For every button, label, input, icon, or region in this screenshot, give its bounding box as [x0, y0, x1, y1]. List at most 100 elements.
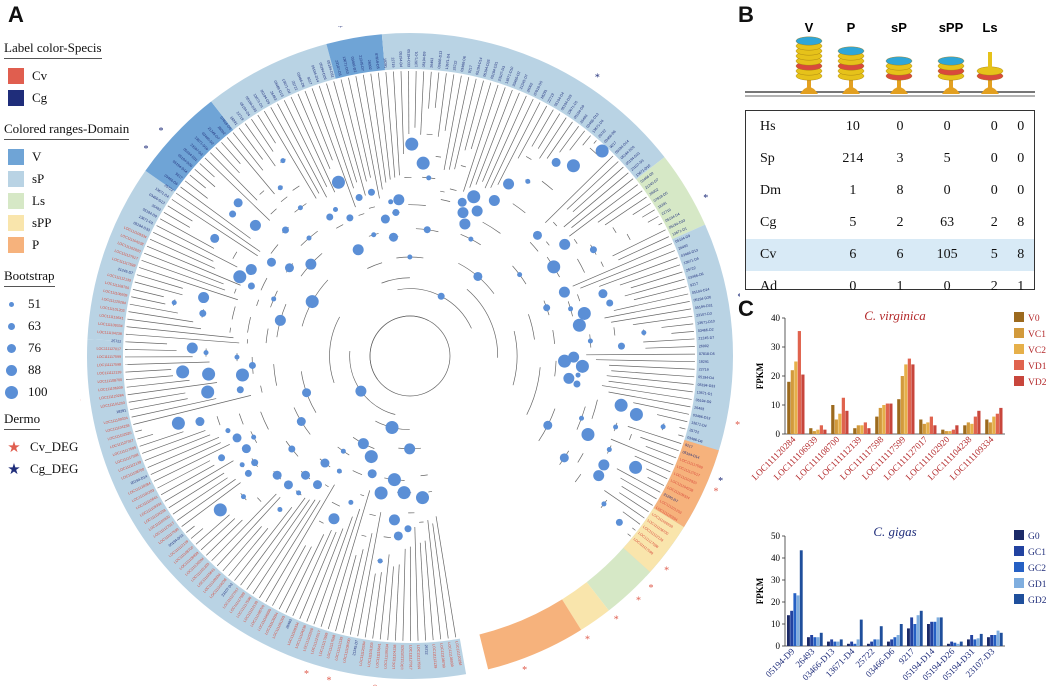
bar	[987, 637, 990, 646]
legend-item-label: Cv_DEG	[30, 439, 79, 454]
leaf-label: 22719	[547, 93, 555, 104]
bootstrap-node	[559, 453, 569, 463]
legend-dermo-title: Dermo	[4, 411, 41, 430]
leaf-label: 05194-D14	[475, 57, 483, 75]
bootstrap-node	[377, 558, 383, 564]
cv-deg-star-icon: *	[735, 420, 740, 431]
cg-deg-star-icon: *	[595, 73, 600, 84]
bootstrap-node	[581, 428, 595, 442]
legend-item-label: Cg_DEG	[30, 461, 79, 476]
bar	[933, 425, 937, 434]
cv-deg-star-icon: *	[714, 487, 719, 498]
leaf-label: LOC111106939	[447, 642, 454, 667]
legend-item-label: Ls	[32, 193, 45, 208]
leaf-label: LOC111101203	[100, 305, 125, 313]
legend-item-label: sPP	[32, 215, 52, 230]
bootstrap-node	[503, 178, 515, 190]
domain-range-band	[636, 157, 706, 240]
bootstrap-node	[385, 420, 399, 434]
leaf-label: 03466-D6	[460, 56, 467, 72]
domain-range-band	[623, 508, 684, 573]
cg-deg-star-icon: *	[460, 26, 465, 30]
leaf-label: 05194-D9	[259, 89, 270, 105]
domain-header-ls: Ls	[982, 20, 997, 35]
bar	[787, 615, 790, 646]
bar	[850, 641, 854, 646]
bar	[793, 593, 797, 646]
leaf-label: 22719	[661, 208, 672, 216]
bar	[953, 642, 957, 646]
bar	[839, 639, 843, 646]
bar	[922, 423, 926, 434]
bootstrap-node	[615, 518, 623, 526]
bar	[873, 639, 877, 646]
leaf-label: 13671-D4	[683, 257, 699, 266]
leaf-label: LOC111117599	[112, 257, 136, 268]
swatch-p	[8, 237, 24, 253]
leaf-label: 9217	[468, 65, 474, 74]
legend-label-color-title: Label color-Specis	[4, 40, 102, 59]
y-tick-label: 40	[771, 313, 781, 323]
swatch-cv	[8, 68, 24, 84]
leaf-label: 03466-D6	[296, 72, 306, 88]
leaf-label: 22719	[391, 57, 396, 67]
leaf-label: 21245-D7	[663, 492, 679, 503]
y-tick-label: 10	[771, 619, 781, 629]
leaf-label: LOC111127017	[409, 645, 413, 670]
bootstrap-node	[357, 438, 369, 450]
legend-series-label: VC2	[1028, 346, 1046, 356]
table-cell: 105	[936, 247, 958, 262]
bootstrap-node	[371, 232, 377, 238]
bar	[944, 431, 948, 434]
leaf-label: LOC111120284	[99, 393, 124, 400]
y-tick-label: 10	[771, 400, 781, 410]
bootstrap-value: 63	[28, 318, 41, 333]
leaf-label: LOC111120284	[359, 641, 367, 666]
bootstrap-node	[397, 486, 411, 500]
bar	[970, 423, 974, 434]
bootstrap-node	[229, 210, 237, 218]
cg-deg-star-icon: *	[159, 126, 164, 137]
bootstrap-node	[199, 309, 207, 317]
legend-bootstrap-51: 51	[4, 293, 174, 315]
bootstrap-node	[340, 448, 346, 454]
leaf-label: 05194-D14	[130, 474, 148, 485]
bar	[973, 416, 977, 434]
bootstrap-node	[320, 458, 330, 468]
bootstrap-node	[558, 286, 570, 298]
leaf-label: 22719	[699, 367, 709, 371]
leaf-label: 03466-D13	[437, 51, 443, 69]
leaf-label: 03466-D2	[698, 328, 714, 333]
table-cell: 1	[1017, 279, 1025, 294]
domain-range-band	[562, 582, 609, 630]
leaf-label: 25722	[111, 339, 121, 343]
bootstrap-node	[239, 462, 245, 468]
bar	[999, 632, 1003, 646]
table-cell: 2	[990, 279, 998, 294]
leaf-label: 26493	[678, 243, 689, 250]
leaf-label: LOC111101203	[100, 401, 125, 409]
bar	[859, 619, 863, 646]
leaf-label: LOC111109334	[103, 416, 128, 425]
bootstrap-node	[296, 416, 306, 426]
bar	[959, 641, 963, 646]
leaf-label: 13671-D1	[672, 226, 688, 236]
domain-sp-icon	[885, 56, 913, 94]
legend-swatch	[1014, 578, 1024, 588]
leaf-label: 13671-D4	[445, 53, 451, 69]
bar	[916, 615, 920, 646]
leaf-label: 26002	[217, 125, 226, 135]
leaf-label: 07818-D5	[533, 80, 543, 96]
bootstrap-node	[629, 407, 643, 421]
bar	[907, 628, 910, 646]
row-species: Dm	[760, 183, 781, 198]
bar	[860, 425, 864, 434]
leaf-label: 25722	[452, 60, 457, 70]
bar	[790, 610, 794, 646]
legend-series-label: G0	[1028, 532, 1040, 542]
bootstrap-node	[551, 157, 561, 167]
leaf-label: 13671-D4	[281, 78, 291, 94]
tree-branches	[125, 71, 695, 642]
